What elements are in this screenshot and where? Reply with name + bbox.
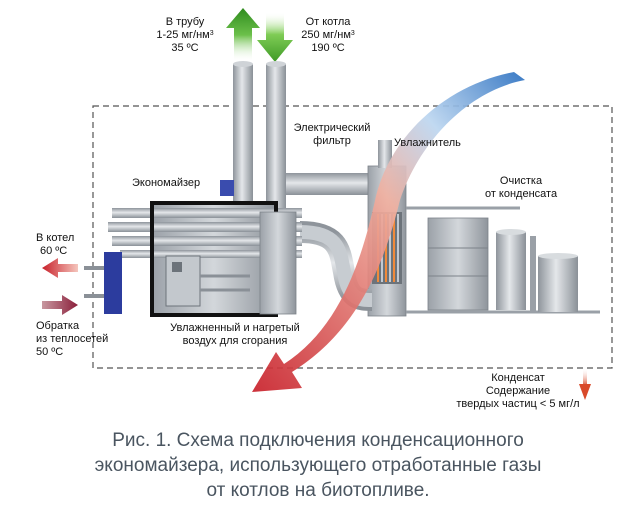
label-electric-filter-line1: Электрический xyxy=(293,122,371,134)
cleaning-tank-left xyxy=(427,217,489,311)
blue-connector xyxy=(220,180,234,196)
cleaning-tank-middle xyxy=(496,232,526,310)
flue-gas-down-arrow xyxy=(257,12,293,62)
figure-caption: Рис. 1. Схема подключения конденсационно… xyxy=(0,428,636,503)
exhaust-up-arrow xyxy=(226,8,260,62)
cleaning-tank-right xyxy=(538,256,578,312)
label-from-boiler-line2-text: 250 мг/нм xyxy=(301,29,351,41)
label-air: Увлажненный и нагретый воздух для сгоран… xyxy=(150,322,320,348)
label-from-boiler-sup: 3 xyxy=(350,30,355,37)
label-return: Обратка из теплосетей 50 ºC xyxy=(36,320,108,359)
label-condensate-line2: Содержание xyxy=(485,385,551,397)
caption-line2: экономайзера, использующего отработанные… xyxy=(94,455,542,476)
duct-to-filter xyxy=(286,173,372,195)
label-from-boiler-line3: 190 ºC xyxy=(311,42,345,54)
label-to-chimney: В трубу 1-25 мг/нм3 35 ºC xyxy=(150,16,220,55)
label-return-line3: 50 ºC xyxy=(36,346,64,358)
chimney-right xyxy=(266,64,286,214)
label-from-boiler-line2: 250 мг/нм3 xyxy=(292,29,364,42)
label-condensate: Конденсат Содержание твердых частиц < 5 … xyxy=(448,372,588,411)
label-return-line1: Обратка xyxy=(36,320,80,332)
economizer-tubes xyxy=(108,208,302,258)
label-air-line2: воздух для сгорания xyxy=(182,335,288,347)
label-cleaning-line2: от конденсата xyxy=(484,188,558,200)
label-cleaning-line1: Очистка xyxy=(499,175,543,187)
label-return-line2: из теплосетей xyxy=(36,333,109,345)
label-condensate-line3: твердых частиц < 5 мг/л xyxy=(456,398,580,410)
caption-line1: Рис. 1. Схема подключения конденсационно… xyxy=(112,430,524,451)
return-arrow xyxy=(42,295,78,315)
label-air-line1: Увлажненный и нагретый xyxy=(170,322,300,334)
air-flow-curve-arrow xyxy=(252,72,525,392)
economizer-panel xyxy=(165,255,201,307)
label-electric-filter: Электрический фильтр xyxy=(292,122,372,148)
chimney-left xyxy=(233,64,253,214)
label-economizer: Экономайзер xyxy=(132,177,201,189)
to-boiler-arrow xyxy=(42,258,78,278)
label-humidifier: Увлажнитель xyxy=(394,137,461,149)
label-electric-filter-line2: фильтр xyxy=(313,135,351,147)
condensate-arrow xyxy=(579,384,591,400)
label-from-boiler-line1: От котла xyxy=(305,16,351,28)
economizer-right-block xyxy=(259,211,297,315)
label-condensate-line1: Конденсат xyxy=(491,372,545,384)
label-to-chimney-line2-text: 1-25 мг/нм xyxy=(156,29,210,41)
label-to-chimney-sup: 3 xyxy=(209,30,214,37)
label-to-boiler-line2: 60 ºC xyxy=(40,245,68,257)
label-to-chimney-line1: В трубу xyxy=(165,16,205,28)
label-from-boiler: От котла 250 мг/нм3 190 ºC xyxy=(292,16,364,55)
label-to-boiler-line1: В котел xyxy=(36,232,75,244)
manifold-blue xyxy=(104,252,122,314)
label-to-chimney-line2: 1-25 мг/нм3 xyxy=(150,29,220,42)
label-to-boiler: В котел 60 ºC xyxy=(36,232,74,258)
label-to-chimney-line3: 35 ºC xyxy=(171,42,199,54)
boundary-dashed xyxy=(92,105,613,369)
caption-line3: от котлов на биотопливе. xyxy=(206,480,430,501)
label-cleaning: Очистка от конденсата xyxy=(466,175,576,201)
